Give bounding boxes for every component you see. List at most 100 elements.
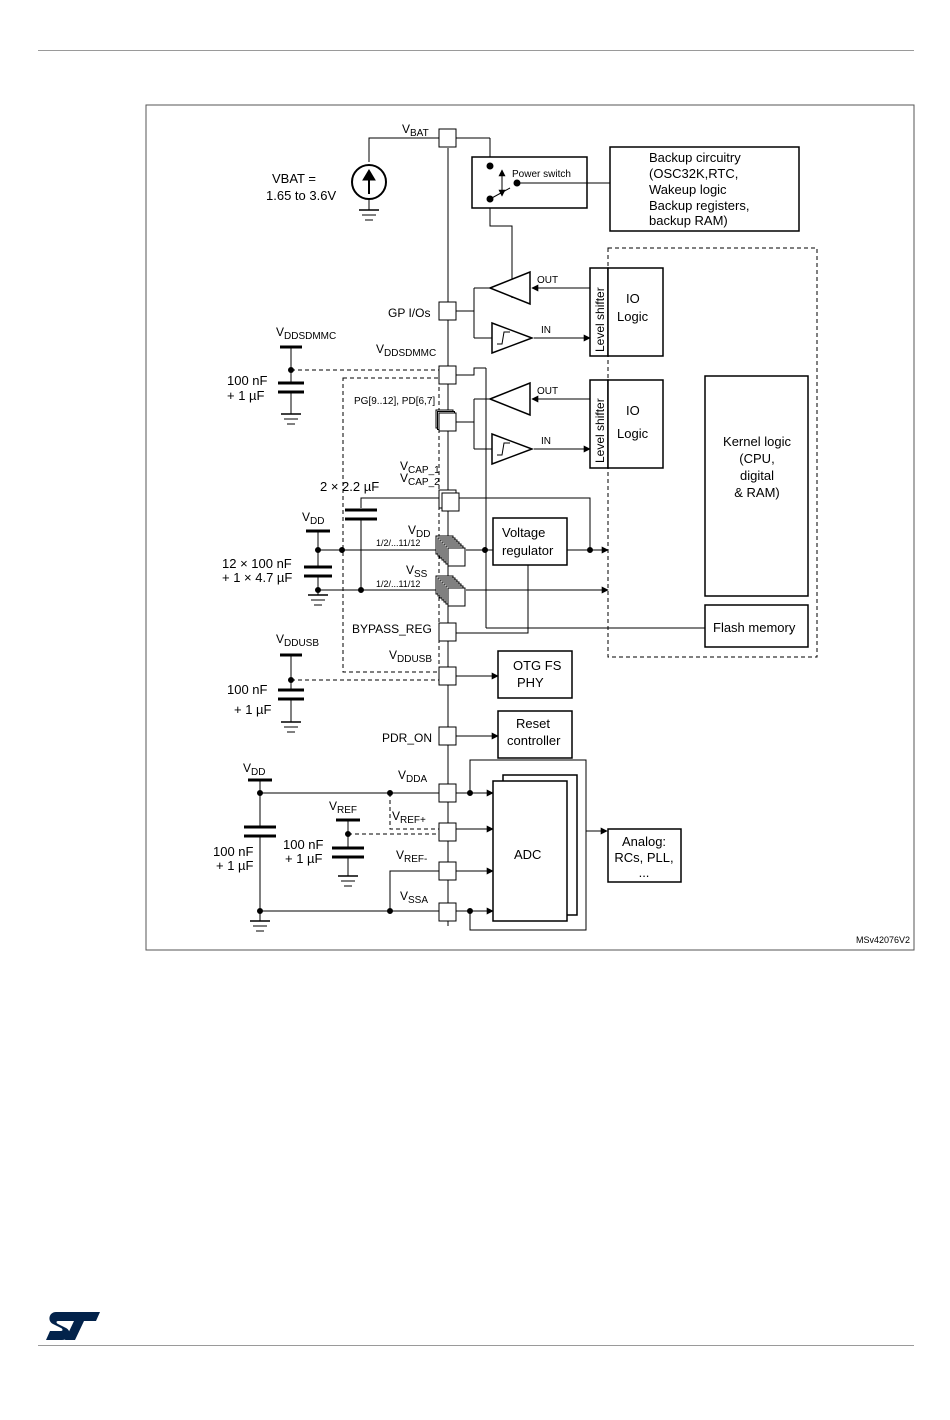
reset-line1: Reset [516,716,550,731]
vref-plus-label: VREF+ [392,809,426,826]
voltage-regulator-box [492,517,568,566]
adc-box [492,780,568,922]
analog-line1: Analog: [622,834,666,849]
vref-cap-value1: 100 nF [283,837,324,852]
vcap1-label: VCAP_1 [400,459,440,476]
vddsdmmc-pin [438,365,457,385]
vddsdmmc-cap-value1: 100 nF [227,373,268,388]
out-label-2: OUT [537,386,558,397]
vddusb-cap-value2: + 1 µF [234,702,272,717]
figure-id: MSv42076V2 [856,935,910,945]
vddusb-capacitor [278,653,439,733]
analog-block-box [607,828,682,883]
adc-caps-value2: + 1 µF [216,858,254,873]
vdda-label: VDDA [398,768,427,785]
vbat-value-line1: VBAT = [272,171,316,186]
vcap-capacitor [345,497,591,590]
vcap2-label: VCAP_2 [400,471,440,488]
level-shifter-2-label: Level shifter [593,398,607,463]
in-label-2: IN [541,436,551,447]
io-logic-1-line2: Logic [617,309,649,324]
vddsdmmc-pin-label: VDDSDMMC [376,342,436,359]
vref-plus-pin [438,822,457,842]
vssa-label: VSSA [400,889,428,906]
vdd-adc-label: VDD [243,761,265,778]
power-switch-label: Power switch [512,169,571,180]
vddsdmmc-domain-box [342,377,440,673]
vref-capacitor [332,818,439,887]
reset-controller-box [497,710,573,759]
vdd-caps-line2: + 1 × 4.7 µF [222,570,292,585]
vdd-left-label: VDD [302,510,324,527]
vddsdmmc-capacitor [278,345,439,425]
pdr-on-pin [438,726,457,746]
bypass-reg-line [456,565,529,634]
vdd-pins [435,535,466,567]
pdr-on-label: PDR_ON [382,731,432,745]
backup-line2: (OSC32K,RTC, [649,166,738,181]
backup-circuitry-box [609,146,800,232]
bypass-reg-label: BYPASS_REG [352,622,432,636]
adc-supply-caps [244,778,439,932]
gp-io-buffers [456,270,591,355]
backup-line4: Backup registers, [649,198,749,213]
reset-line2: controller [507,733,561,748]
vddsdmmc-cap-label: VDDSDMMC [276,325,336,342]
otg-line1: OTG FS [513,658,562,673]
footer-rule [38,1345,914,1346]
vss-pins [435,575,466,607]
vcap-cap-label: 2 × 2.2 µF [320,479,379,494]
vddusb-pin-label: VDDUSB [389,648,432,665]
gp-ios-pin [438,301,457,321]
backup-line1: Backup circuitry [649,150,741,165]
backup-line5: backup RAM) [649,213,728,228]
adc-input-arrows [456,759,608,931]
regulator-line2: regulator [502,543,554,558]
vref-cap-label: VREF [329,799,357,816]
vdda-pin [438,783,457,803]
regulator-line1: Voltage [502,525,545,540]
gp-ios-label: GP I/Os [388,306,430,320]
vref-minus-label: VREF- [396,848,427,865]
vbat-value-line2: 1.65 to 3.6V [266,188,336,203]
bypass-reg-pin [438,622,457,642]
vddusb-pin [438,666,457,686]
vddsdmmc-cap-value2: + 1 µF [227,388,265,403]
header-rule [38,50,914,51]
otg-line2: PHY [517,675,544,690]
vssa-pin [438,902,457,922]
main-bus [433,137,491,926]
vdd-vss-rails [466,368,609,628]
kernel-line2: (CPU, [739,451,774,466]
vss-pins-range: 1/2/...11/12 [376,579,420,589]
io-logic-2-line2: Logic [617,426,649,441]
vcap-pins [438,489,460,512]
switch-output-line [489,208,513,298]
vbat-pin [438,128,457,148]
io-logic-2-line1: IO [626,403,640,418]
vbat-source-symbol [351,137,433,221]
vddsdmmc-rail [456,367,486,376]
vss-pins-label: VSS [406,563,428,580]
adc-label: ADC [514,847,541,862]
otg-fs-phy-box [497,650,573,699]
adc-caps-value1: 100 nF [213,844,254,859]
kernel-line3: digital [740,468,774,483]
io-logic-1-line1: IO [626,291,640,306]
analog-line3: ... [639,865,650,880]
kernel-line1: Kernel logic [723,434,791,449]
diagram-frame [145,104,915,951]
st-logo: ST [46,1312,100,1340]
analog-line2: RCs, PLL, [614,850,673,865]
level-shifter-1-label: Level shifter [593,287,607,352]
vddusb-cap-label: VDDUSB [276,632,319,649]
pg-pd-buffers [456,381,591,466]
vdd-pins-range: 1/2/...11/12 [376,538,420,548]
backup-line3: Wakeup logic [649,182,727,197]
vref-cap-value2: + 1 µF [285,851,323,866]
pg-pd-pins [435,409,457,432]
out-label-1: OUT [537,275,558,286]
flash-memory-box [704,604,809,648]
vbat-pin-label: VBAT [402,122,429,139]
